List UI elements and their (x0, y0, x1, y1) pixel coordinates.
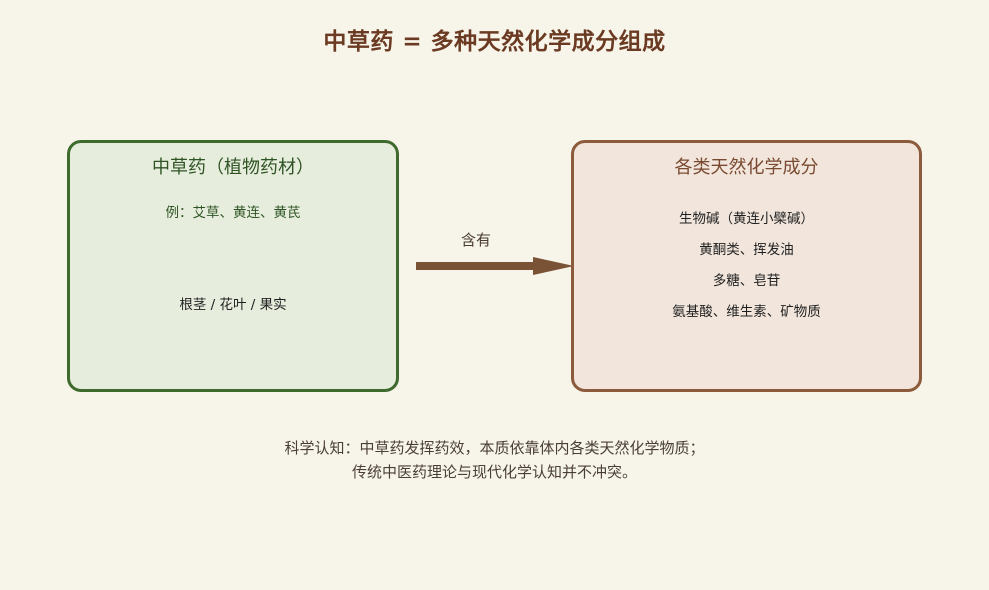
herbal-example-text: 例：艾草、黄连、黄芪 (165, 205, 301, 221)
arrow-label: 含有 (460, 231, 491, 249)
plant-parts-text: 根茎 / 花叶 / 果实 (179, 297, 287, 313)
footer-conclusion-line-2: 传统中医药理论与现代化学认知并不冲突。 (351, 463, 637, 481)
chemical-components-heading: 各类天然化学成分 (674, 157, 819, 178)
herbal-medicine-heading: 中草药（植物药材） (152, 157, 314, 178)
component-item: 黄酮类、挥发油 (699, 242, 794, 258)
diagram-title: 中草药 = 多种天然化学成分组成 (323, 29, 666, 55)
herbal-medicine-box: 中草药（植物药材） 例：艾草、黄连、黄芪 根茎 / 花叶 / 果实 (67, 140, 399, 392)
right-arrow-icon (416, 257, 574, 275)
chemical-components-box: 各类天然化学成分 生物碱（黄连小檗碱） 黄酮类、挥发油 多糖、皂苷 氨基酸、维生… (571, 140, 922, 392)
component-item: 多糖、皂苷 (712, 273, 781, 289)
component-item: 氨基酸、维生素、矿物质 (672, 304, 821, 320)
footer-conclusion-line-1: 科学认知：中草药发挥药效，本质依靠体内各类天然化学物质； (284, 439, 705, 457)
component-item: 生物碱（黄连小檗碱） (679, 211, 814, 227)
